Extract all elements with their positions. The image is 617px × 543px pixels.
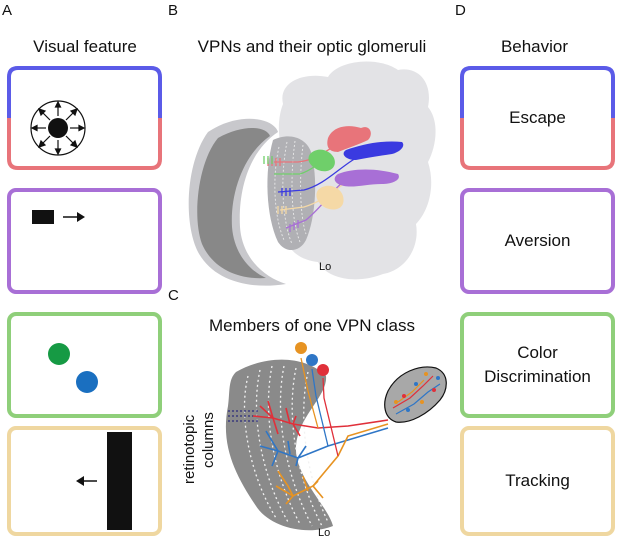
panel-letter-d: D [455, 2, 466, 19]
behavior-label-tracking: Tracking [505, 471, 570, 490]
glomerulus-tracking [316, 185, 344, 210]
vpn-glomerulus [384, 366, 447, 423]
medulla-region [197, 128, 270, 279]
panel-letter-c: C [168, 287, 179, 304]
soma-red [317, 364, 329, 376]
glomerulus-aversion [334, 169, 399, 187]
lobula-label-c: Lo [318, 527, 330, 539]
vpn-class-diagram: Lo retinotopic columns [181, 342, 447, 539]
behavior-box-color-discrimination: Color Discrimination [460, 312, 615, 418]
behavior-label-aversion: Aversion [504, 231, 571, 250]
panel-letter-a: A [2, 2, 13, 19]
behavior-box-aversion: Aversion [460, 188, 615, 294]
heading-vpns-glomeruli: VPNs and their optic glomeruli [197, 37, 427, 56]
lobula [267, 136, 316, 251]
soma-blue [306, 354, 318, 366]
feature-box-color-dots [7, 312, 162, 418]
columns-label: columns [200, 412, 217, 468]
feature-box-looming [7, 66, 162, 170]
lobula-label-b: Lo [319, 261, 331, 273]
behavior-label-color-discrimination: Color Discrimination [484, 343, 591, 386]
glomerulus-synapse-dots [394, 372, 440, 412]
glomerulus-loom [343, 141, 404, 160]
brain-glomeruli-diagram: Lo [188, 61, 436, 286]
heading-visual-feature: Visual feature [33, 37, 137, 56]
feature-box-moving-bar [7, 426, 162, 536]
glomerulus-escape [327, 126, 371, 152]
small-object-arrow-icon [32, 210, 85, 224]
color-dots-icon [48, 343, 98, 393]
panel-letter-b: B [168, 2, 179, 19]
soma-orange [295, 342, 307, 354]
retinotopic-label: retinotopic [181, 414, 198, 484]
heading-behavior: Behavior [500, 37, 569, 56]
behavior-box-escape: Escape [460, 66, 615, 170]
looming-frame [7, 66, 162, 170]
escape-frame [460, 66, 615, 170]
glomerulus-color [308, 149, 335, 172]
moving-bar-icon [76, 432, 132, 530]
behavior-label-escape: Escape [509, 108, 566, 127]
feature-box-small-object [7, 188, 162, 294]
lobula-region [225, 359, 333, 531]
behavior-box-tracking: Tracking [460, 426, 615, 536]
heading-members-vpn-class: Members of one VPN class [209, 316, 415, 335]
looming-stimulus-icon [30, 100, 86, 156]
